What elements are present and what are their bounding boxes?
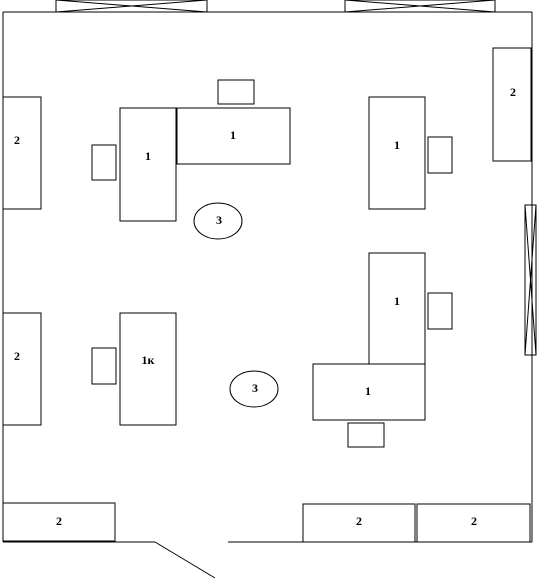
object-3-upper [193,202,243,240]
cabinet-left-lower [2,312,42,426]
cabinet-bottom-middle [302,503,416,543]
desk-top-left-horizontal [176,107,291,165]
label-desk-top-left-horizontal: 1 [230,128,236,142]
chair-mid-right-bottom [347,422,385,448]
chair-top-left-top [217,79,255,105]
desk-top-left-vertical [119,107,177,222]
label-object-3-lower: 3 [252,381,258,395]
desk-mid-right-vertical [368,252,426,365]
label-cabinet-bottom-left: 2 [56,514,62,528]
label-object-3-upper: 3 [216,213,222,227]
label-desk-top-right: 1 [394,138,400,152]
window-top-right [344,0,496,13]
desk-manager [119,312,177,426]
label-cabinet-left-lower: 2 [14,349,20,363]
door-leaf [154,541,216,579]
label-desk-mid-right-horizontal: 1 [365,384,371,398]
cabinet-bottom-right [416,503,531,543]
chair-mid-right [427,292,453,330]
chair-manager [91,347,117,385]
object-3-lower [229,370,279,408]
window-top-left [55,0,208,13]
desk-mid-right-horizontal [312,363,426,421]
cabinet-left-upper [2,96,42,210]
cabinet-bottom-left [2,502,116,542]
label-cabinet-right: 2 [510,85,516,99]
label-desk-top-left-vertical: 1 [145,149,151,163]
desk-top-right [368,96,426,210]
label-desk-mid-right-vertical: 1 [394,294,400,308]
chair-top-right [427,136,453,174]
walls [2,11,533,543]
label-cabinet-left-upper: 2 [14,133,20,147]
label-desk-manager: 1к [142,353,155,367]
cabinet-right [492,47,532,162]
label-cabinet-bottom-middle: 2 [356,514,362,528]
window-right [524,204,537,356]
label-cabinet-bottom-right: 2 [471,514,477,528]
chair-top-left-side [91,144,117,181]
